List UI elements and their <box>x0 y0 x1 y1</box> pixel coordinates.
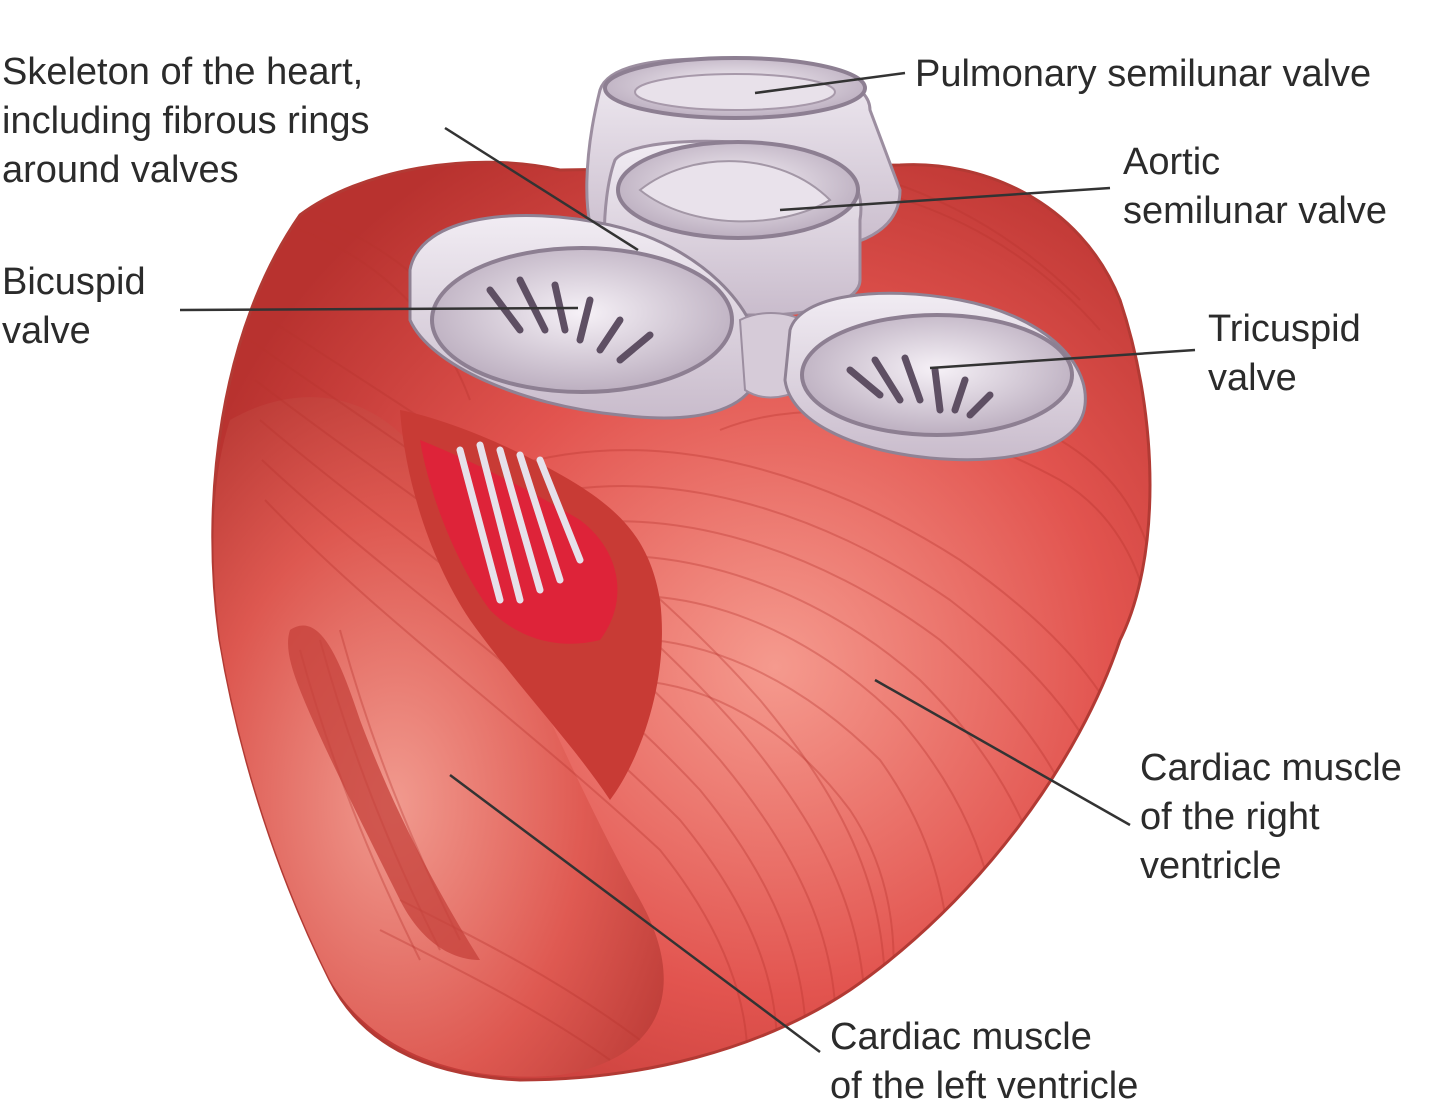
leader-skeleton <box>444 126 639 252</box>
leader-pulmonary <box>754 71 906 95</box>
label-bicuspid: Bicuspid valve <box>2 261 146 352</box>
left-ventricle-fold <box>288 625 480 960</box>
chordae-tendineae <box>456 441 584 604</box>
label-skeleton: Skeleton of the heart, including fibrous… <box>2 51 370 191</box>
leader-bicuspid <box>179 306 579 312</box>
label-pulmonary: Pulmonary semilunar valve <box>915 53 1372 95</box>
label-aortic: Aortic semilunar valve <box>1123 141 1387 232</box>
leader-lines <box>179 71 1196 1054</box>
label-right-ventricle: Cardiac muscle of the right ventricle <box>1140 747 1402 887</box>
leader-left-ventricle <box>449 773 821 1054</box>
leader-aortic <box>779 186 1111 212</box>
leader-right-ventricle <box>874 678 1131 827</box>
left-ventricle-muscle <box>213 397 664 1077</box>
label-left-ventricle: Cardiac muscle of the left ventricle <box>830 1016 1139 1107</box>
tricuspid-leaflet-cords <box>846 354 994 419</box>
leader-tricuspid <box>929 348 1196 370</box>
label-tricuspid: Tricuspid valve <box>1208 308 1361 399</box>
